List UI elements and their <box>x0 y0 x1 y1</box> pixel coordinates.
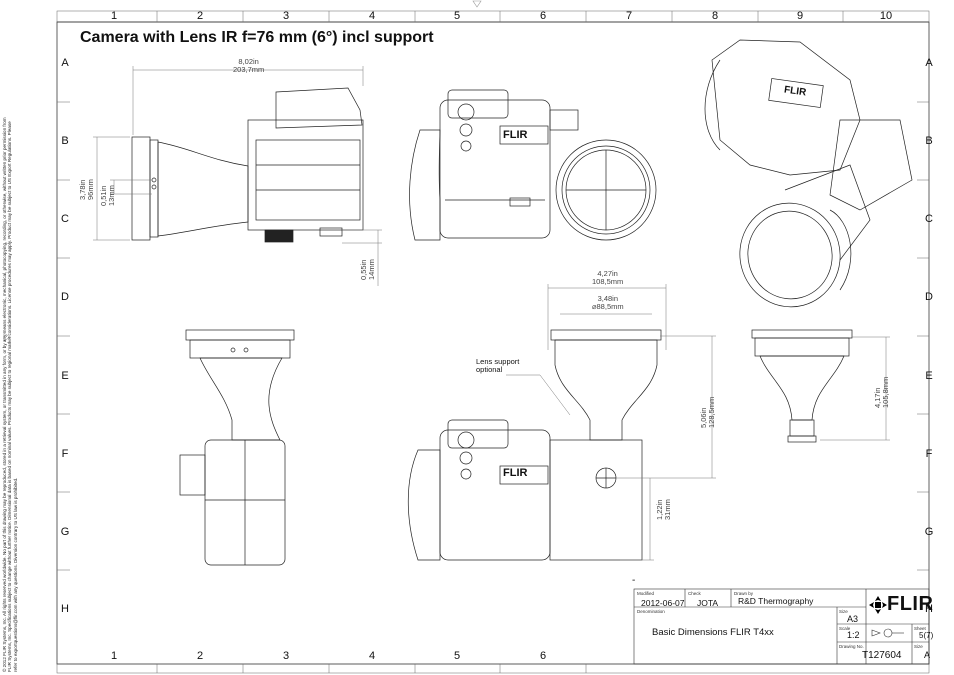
grid-row-g-r: G <box>924 526 934 538</box>
drawing-title: Camera with Lens IR f=76 mm (6°) incl su… <box>80 29 434 46</box>
grid-column-10: 10 <box>879 10 893 22</box>
camera-logo-support: FLIR <box>503 467 528 479</box>
grid-column-1: 1 <box>110 10 118 22</box>
dash-mark: - <box>632 575 636 586</box>
flir-logo: FLIR <box>868 593 938 621</box>
sheet-label: Sheet <box>914 626 926 631</box>
front-view-with-support <box>407 329 662 561</box>
sheet-value: 5(7) <box>919 631 934 640</box>
grid-column-bottom-6: 6 <box>539 650 547 662</box>
drawn-value: R&D Thermography <box>738 596 814 606</box>
rev-value: A <box>924 650 931 660</box>
grid-row-f-l: F <box>61 448 69 460</box>
grid-row-c-l: C <box>61 213 69 225</box>
rev-label: Size <box>914 644 923 649</box>
denomination-label: Denomination <box>637 609 665 614</box>
grid-row-e-l: E <box>61 370 69 382</box>
front-view-camera <box>409 89 657 241</box>
grid-row-a-r: A <box>925 57 933 69</box>
grid-column-4: 4 <box>368 10 376 22</box>
grid-column-2: 2 <box>196 10 204 22</box>
scale-label: Scale <box>839 626 851 631</box>
size-label: Size <box>839 609 848 614</box>
flir-emblem-icon <box>869 596 887 614</box>
grid-column-6: 6 <box>539 10 547 22</box>
drawing-no-value: T127604 <box>862 650 902 661</box>
modified-label: Modified <box>637 591 655 596</box>
grid-row-h-l: H <box>61 603 69 615</box>
grid-column-7: 7 <box>625 10 633 22</box>
grid-column-bottom-4: 4 <box>368 650 376 662</box>
drawing-no-label: Drawing No. <box>839 644 864 649</box>
modified-value: 2012-06-07 <box>641 598 685 608</box>
grid-column-bottom-3: 3 <box>282 650 290 662</box>
check-value: JOTA <box>697 598 719 608</box>
grid-row-c-r: C <box>925 213 933 225</box>
grid-column-5: 5 <box>453 10 461 22</box>
grid-column-bottom-1: 1 <box>110 650 118 662</box>
grid-row-b-r: B <box>925 135 933 147</box>
grid-column-8: 8 <box>711 10 719 22</box>
grid-row-e-r: E <box>925 370 933 382</box>
grid-row-b-l: B <box>61 135 69 147</box>
camera-logo-front: FLIR <box>503 129 528 141</box>
denomination-value: Basic Dimensions FLIR T4xx <box>652 627 774 638</box>
grid-column-3: 3 <box>282 10 290 22</box>
scale-value: 1:2 <box>847 630 860 640</box>
grid-row-f-r: F <box>925 448 933 460</box>
grid-column-bottom-2: 2 <box>196 650 204 662</box>
grid-column-9: 9 <box>796 10 804 22</box>
side-view-camera <box>131 87 364 243</box>
grid-row-d-r: D <box>925 291 933 303</box>
dim-diameter: 3,48in⌀88,5mm <box>592 294 624 311</box>
lens-side-view <box>751 329 853 443</box>
size-value: A3 <box>847 614 859 624</box>
isometric-view-camera <box>704 39 913 308</box>
grid-row-a-l: A <box>61 57 69 69</box>
drawn-label: Drawn by <box>734 591 754 596</box>
grid-row-g-l: G <box>60 526 70 538</box>
grid-column-bottom-5: 5 <box>453 650 461 662</box>
flir-logo-text: FLIR <box>887 593 934 615</box>
top-view-camera <box>179 329 295 566</box>
grid-row-d-l: D <box>61 291 69 303</box>
check-label: Check <box>688 591 701 596</box>
